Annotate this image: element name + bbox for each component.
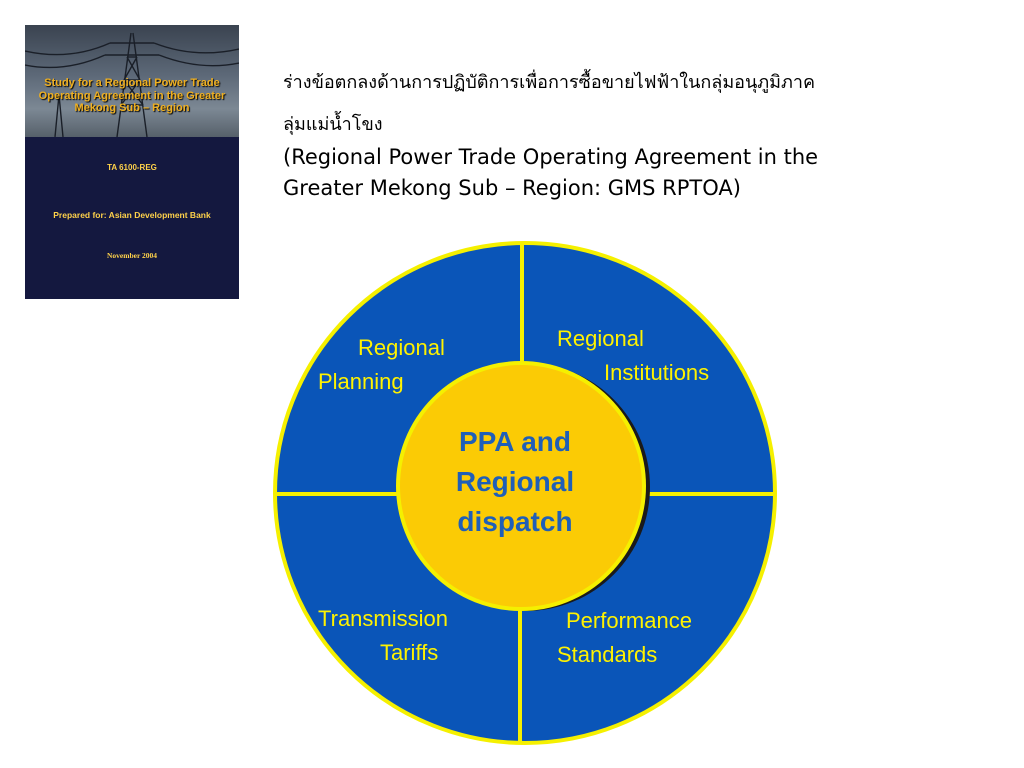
quadrant-label-line: Tariffs [380, 640, 439, 665]
center-label: PPA and Regional dispatch [410, 422, 620, 542]
report-cover-image: Study for a Regional Power Trade Operati… [25, 25, 239, 299]
quadrant-label-line: Transmission [318, 606, 448, 631]
quadrant-performance-standards: Performance Standards [557, 604, 692, 672]
cover-prepared-for: Prepared for: Asian Development Bank [53, 210, 211, 220]
quadrant-regional-institutions: Regional Institutions [557, 322, 709, 390]
quadrant-label-line: Performance [566, 608, 692, 633]
quadrant-label-line: Planning [318, 369, 404, 394]
quadrant-label-line: Regional [358, 335, 445, 360]
quadrant-label-line: Standards [557, 642, 658, 667]
power-tower-photo [25, 25, 239, 137]
center-circle [396, 361, 646, 611]
center-label-line: dispatch [457, 506, 573, 537]
english-heading-line2: Greater Mekong Sub – Region: GMS RPTOA) [283, 176, 741, 200]
cover-ta-code: TA 6100-REG [107, 163, 157, 172]
quadrant-label-line: Regional [557, 326, 644, 351]
cover-date: November 2004 [106, 251, 158, 260]
english-heading: (Regional Power Trade Operating Agreemen… [283, 142, 983, 204]
thai-heading-line2: ลุ่มแม่น้ำโขง [283, 114, 383, 135]
thai-heading-line1: ร่างข้อตกลงด้านการปฏิบัติการเพื่อการซื้อ… [283, 72, 816, 93]
power-tower-icon [25, 32, 239, 137]
quadrant-regional-planning: Regional Planning [318, 331, 445, 399]
center-label-line: Regional [455, 466, 575, 497]
cover-title: Study for a Regional Power Trade Operati… [38, 77, 226, 114]
diagram-graphic [273, 241, 777, 745]
center-label-line: PPA and [458, 426, 571, 457]
english-heading-line1: (Regional Power Trade Operating Agreemen… [283, 145, 819, 169]
quadrant-label-line: Institutions [604, 360, 710, 385]
rptoa-diagram: Regional Planning Regional Institutions … [270, 236, 780, 746]
quadrant-transmission-tariffs: Transmission Tariffs [318, 602, 448, 670]
thai-heading: ร่างข้อตกลงด้านการปฏิบัติการเพื่อการซื้อ… [283, 62, 983, 146]
